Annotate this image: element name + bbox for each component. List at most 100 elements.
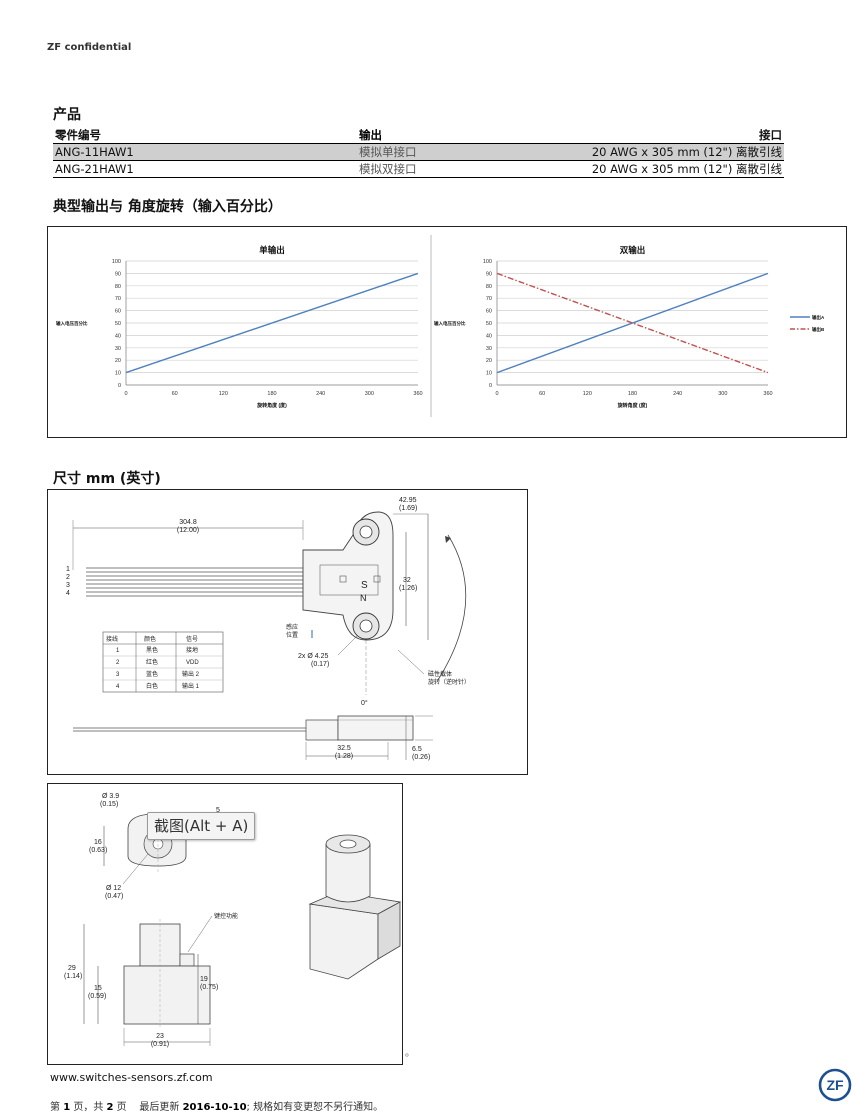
- pitch-value: 32: [403, 577, 411, 584]
- rotation-arc: [437, 534, 467, 681]
- terminal: [373, 575, 381, 583]
- y-tick-label: 30: [115, 346, 121, 352]
- dimension-drawing-magnet: Ø 3.9 (0.15) 5 16 (0.63) Ø 12 (0.47) 键控功…: [47, 783, 403, 1065]
- dimensions-section-title: 尺寸 mm (英寸): [53, 471, 161, 487]
- page-prefix: 第: [50, 1102, 64, 1113]
- h16-value: 16: [94, 839, 102, 846]
- website-url[interactable]: www.switches-sensors.zf.com: [50, 1071, 213, 1084]
- confidential-label: ZF confidential: [47, 42, 132, 53]
- page-footer: 第 1 页，共 2 页 最后更新 2016-10-10; 规格如有变更恕不另行通…: [50, 1098, 383, 1113]
- leader-line: [397, 649, 425, 675]
- wire-table-cell: 1: [116, 648, 120, 654]
- w23-inch: (0.91): [151, 1041, 169, 1048]
- x-tick-label: 0: [495, 391, 498, 397]
- arrow-head: [445, 536, 451, 543]
- mount-hole-inner: [359, 619, 373, 633]
- table-row: ANG-11HAW1 模拟单接口 20 AWG x 305 mm (12") 离…: [53, 143, 784, 161]
- wire-table-cell: 黑色: [146, 646, 158, 654]
- magnet-base: [123, 965, 211, 1025]
- h29-inch: (1.14): [64, 973, 82, 980]
- small-dia-value: Ø 3.9: [102, 793, 119, 800]
- chart-title: 双输出: [620, 245, 646, 255]
- mark-n: N: [360, 593, 367, 603]
- zf-logo: ZF: [818, 1068, 852, 1106]
- logo-text: ZF: [826, 1077, 844, 1093]
- part-number: ANG-11HAW1: [53, 143, 357, 161]
- side-housing: [337, 715, 414, 741]
- length-value: 304.8: [179, 519, 197, 526]
- y-axis-label: 输入电压百分比: [434, 320, 466, 327]
- key-feature-label: 键控功能: [214, 912, 238, 920]
- chart-title: 单输出: [259, 245, 285, 255]
- y-tick-label: 10: [486, 371, 492, 377]
- y-tick-label: 80: [486, 284, 492, 290]
- y-tick-label: 10: [115, 371, 121, 377]
- leader-line: [122, 853, 149, 885]
- y-tick-label: 80: [115, 284, 121, 290]
- length-inch: (12.00): [177, 527, 199, 534]
- x-tick-label: 60: [172, 391, 178, 397]
- mark-s: S: [361, 580, 368, 591]
- wire-num: 2: [66, 574, 70, 581]
- wire-table-cell: VDD: [186, 660, 199, 666]
- wire-table: 接线 颜色 信号 1 黑色 接地 2 红色 VDD 3 蓝色 输出 2 4 白色…: [102, 631, 224, 693]
- small-dia-inch: (0.15): [100, 801, 118, 808]
- hole-value: 2x Ø 4.25: [298, 653, 328, 660]
- wire-num: 3: [66, 582, 70, 589]
- col-interface: 接口: [561, 127, 784, 144]
- x-axis-label: 旋转角度 (度): [617, 402, 648, 409]
- five-label: 5: [216, 807, 220, 814]
- y-tick-label: 100: [112, 259, 121, 265]
- y-tick-label: 40: [486, 333, 492, 339]
- part-number: ANG-21HAW1: [53, 160, 357, 178]
- x-tick-label: 240: [673, 391, 682, 397]
- updated-date: 2016-10-10: [182, 1102, 247, 1113]
- sense-pos-2: 位置: [286, 631, 298, 639]
- x-tick-label: 120: [219, 391, 228, 397]
- housing-body: [319, 564, 379, 596]
- y-tick-label: 60: [115, 309, 121, 315]
- leader-line: [337, 634, 359, 656]
- page-number: 1: [63, 1102, 71, 1113]
- thickness-value: 6.5: [412, 746, 422, 753]
- product-table-header: 零件编号 输出 接口: [53, 127, 784, 144]
- magnet-rotation-1: 磁性载体: [428, 670, 452, 678]
- wire-table-header: 颜色: [144, 635, 156, 643]
- sense-pos-1: 感应: [286, 623, 298, 631]
- x-tick-label: 180: [628, 391, 637, 397]
- product-table: 零件编号 输出 接口 ANG-11HAW1 模拟单接口 20 AWG x 305…: [53, 127, 784, 178]
- zero-degree: 0°: [361, 699, 368, 707]
- y-tick-label: 20: [115, 358, 121, 364]
- screenshot-tooltip[interactable]: 截图(Alt + A): [147, 812, 256, 840]
- key-feature: [179, 953, 195, 967]
- wire-table-cell: 接地: [186, 646, 198, 654]
- x-tick-label: 180: [267, 391, 276, 397]
- leader-line: [187, 915, 213, 953]
- y-tick-label: 90: [486, 271, 492, 277]
- y-tick-label: 100: [483, 259, 492, 265]
- y-tick-label: 70: [115, 296, 121, 302]
- wire-table-cell: 3: [116, 672, 120, 678]
- y-axis-label: 输入电压百分比: [56, 320, 88, 327]
- w23-value: 23: [156, 1033, 164, 1040]
- wire-num: 4: [66, 590, 70, 597]
- drawing-magnet-svg: Ø 3.9 (0.15) 5 16 (0.63) Ø 12 (0.47) 键控功…: [64, 793, 402, 1048]
- interface: 20 AWG x 305 mm (12") 离散引线: [561, 160, 784, 178]
- y-tick-label: 0: [118, 383, 121, 389]
- series-line: [496, 272, 769, 374]
- wire-table-cell: 红色: [146, 658, 158, 666]
- wire-table-header: 信号: [186, 635, 198, 643]
- x-tick-label: 360: [413, 391, 422, 397]
- output-type: 模拟单接口: [357, 143, 561, 161]
- h19-inch: (0.75): [200, 984, 218, 991]
- magnet-rotation-2: 旋转（逆时针）: [428, 678, 470, 686]
- y-tick-label: 70: [486, 296, 492, 302]
- x-tick-label: 360: [763, 391, 772, 397]
- width-inch: (1.69): [399, 505, 417, 512]
- wire-table-cell: 输出 2: [182, 670, 200, 678]
- width-value: 42.95: [399, 497, 417, 504]
